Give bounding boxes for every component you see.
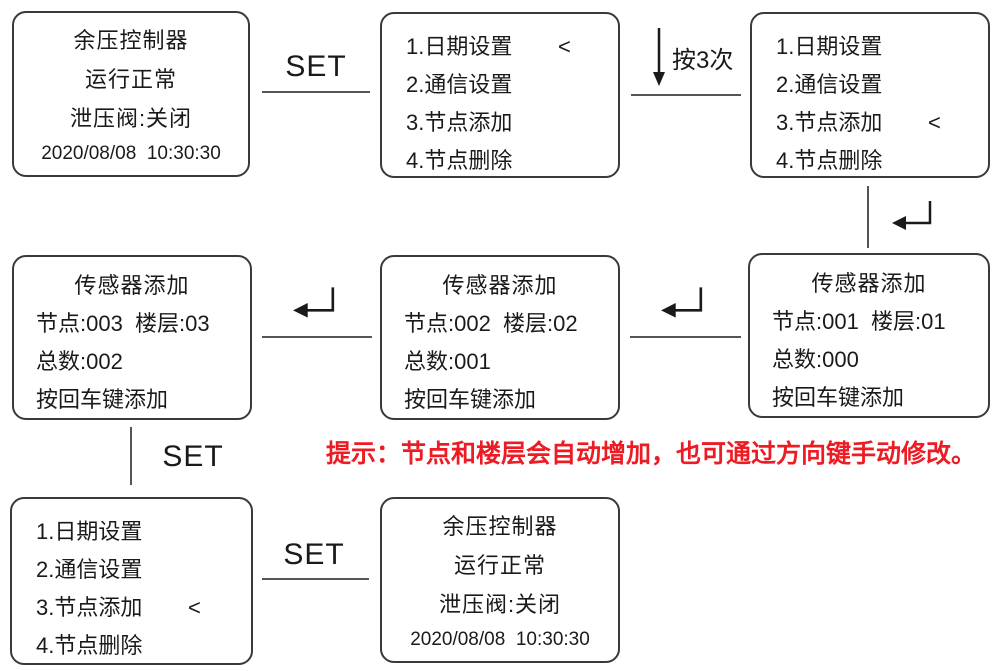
menu-item-date: 1.日期设置 <	[382, 28, 618, 66]
cursor-marker: <	[558, 34, 571, 59]
sensor-node-line: 节点:002 楼层:02	[404, 311, 578, 336]
sensor-title: 传感器添加	[811, 271, 927, 296]
sensor-total-line: 总数:002	[36, 349, 123, 374]
sensor-title: 传感器添加	[442, 273, 558, 298]
lcd-screen-sensor-add-2: 传感器添加 节点:002 楼层:02 总数:001 按回车键添加	[380, 255, 620, 420]
status-datetime: 2020/08/08 10:30:30	[41, 142, 221, 164]
lcd-screen-sensor-add-3: 传感器添加 节点:003 楼层:03 总数:002 按回车键添加	[12, 255, 252, 420]
lcd-screen-menu-bottom: 1.日期设置 2.通信设置 3.节点添加 < 4.节点删除	[10, 497, 253, 665]
lcd-screen-sensor-add-1: 传感器添加 节点:001 楼层:01 总数:000 按回车键添加	[748, 253, 990, 418]
cursor-marker: <	[928, 110, 941, 135]
connector-line	[630, 336, 741, 338]
status-line-valve: 泄压阀:关闭	[69, 105, 193, 131]
sensor-node-line: 节点:001 楼层:01	[772, 309, 946, 334]
menu-item-node-add: 3.节点添加 <	[752, 104, 988, 142]
lcd-screen-status-home-top: 余压控制器 运行正常 泄压阀:关闭 2020/08/08 10:30:30	[12, 11, 250, 177]
status-line-device: 余压控制器	[73, 27, 189, 53]
set-key-label-left: SET	[162, 440, 224, 473]
set-key-label-bottom: SET	[283, 538, 345, 571]
connector-line	[262, 336, 372, 338]
sensor-hint-line: 按回车键添加	[404, 387, 537, 412]
sensor-total-line: 总数:001	[404, 349, 491, 374]
menu-item-label: 3.节点添加	[36, 595, 143, 620]
enter-key-icon	[892, 201, 932, 230]
menu-item-label: 3.节点添加	[406, 110, 513, 135]
menu-item-label: 2.通信设置	[36, 557, 143, 582]
menu-item-node-del: 4.节点删除	[12, 627, 251, 665]
press-3-times-label: 按3次	[672, 47, 734, 74]
status-line-running: 运行正常	[453, 552, 546, 578]
status-line-running: 运行正常	[84, 66, 177, 92]
status-datetime: 2020/08/08 10:30:30	[410, 628, 590, 650]
connector-line	[262, 578, 369, 580]
lcd-screen-status-home-bottom: 余压控制器 运行正常 泄压阀:关闭 2020/08/08 10:30:30	[380, 497, 620, 663]
enter-key-icon	[293, 287, 335, 318]
menu-item-node-add: 3.节点添加 <	[12, 589, 251, 627]
menu-item-label: 1.日期设置	[36, 519, 143, 544]
down-arrow-icon	[653, 28, 665, 86]
enter-key-icon	[661, 287, 703, 318]
sensor-node-line: 节点:003 楼层:03	[36, 311, 210, 336]
menu-item-node-del: 4.节点删除	[752, 142, 988, 180]
menu-item-label: 4.节点删除	[406, 148, 513, 173]
menu-item-label: 1.日期设置	[776, 34, 883, 59]
menu-item-label: 4.节点删除	[776, 148, 883, 173]
connector-line	[262, 91, 370, 93]
menu-item-comm: 2.通信设置	[12, 551, 251, 589]
lcd-screen-menu-top-right: 1.日期设置 2.通信设置 3.节点添加 < 4.节点删除	[750, 12, 990, 178]
sensor-title: 传感器添加	[74, 273, 190, 298]
set-key-label-top: SET	[285, 50, 347, 83]
menu-item-date: 1.日期设置	[752, 28, 988, 66]
sensor-total-line: 总数:000	[772, 347, 859, 372]
menu-item-comm: 2.通信设置	[752, 66, 988, 104]
lcd-screen-menu-top-mid: 1.日期设置 < 2.通信设置 3.节点添加 4.节点删除	[380, 12, 620, 178]
menu-item-label: 4.节点删除	[36, 633, 143, 658]
status-line-valve: 泄压阀:关闭	[438, 591, 562, 617]
menu-item-node-del: 4.节点删除	[382, 142, 618, 180]
sensor-hint-line: 按回车键添加	[36, 387, 169, 412]
menu-item-label: 2.通信设置	[406, 72, 513, 97]
cursor-marker: <	[188, 595, 201, 620]
connector-line	[130, 427, 132, 485]
menu-item-label: 1.日期设置	[406, 34, 513, 59]
menu-item-label: 3.节点添加	[776, 110, 883, 135]
menu-item-label: 2.通信设置	[776, 72, 883, 97]
tip-note: 提示：节点和楼层会自动增加，也可通过方向键手动修改。	[326, 440, 977, 468]
status-line-device: 余压控制器	[442, 513, 558, 539]
menu-item-node-add: 3.节点添加	[382, 104, 618, 142]
connector-line	[631, 94, 741, 96]
sensor-hint-line: 按回车键添加	[772, 385, 905, 410]
menu-item-date: 1.日期设置	[12, 513, 251, 551]
connector-line	[867, 186, 869, 248]
menu-item-comm: 2.通信设置	[382, 66, 618, 104]
